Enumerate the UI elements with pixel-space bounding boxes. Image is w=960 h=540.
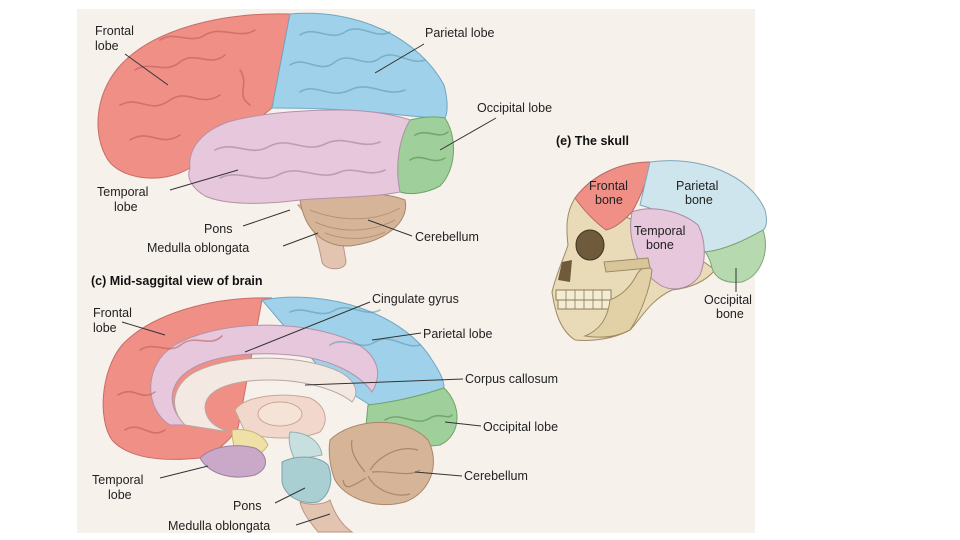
skull-nasal-cavity bbox=[558, 260, 572, 282]
mid-corpus-leader bbox=[304, 378, 464, 386]
mid-temporal-label-2: lobe bbox=[108, 488, 132, 502]
mid-parietal-leader bbox=[371, 332, 422, 341]
mid-frontal-leader bbox=[121, 321, 166, 336]
mid-pons bbox=[281, 456, 332, 504]
mid-cingulate-leader bbox=[244, 301, 371, 353]
cerebellum-folia bbox=[309, 207, 401, 239]
skull-occipital-label-1: Occipital bbox=[704, 293, 752, 307]
mid-corpus-label: Corpus callosum bbox=[465, 372, 558, 386]
mid-arbor-vitae bbox=[342, 439, 421, 496]
lateral-parietal-label: Parietal lobe bbox=[425, 26, 495, 40]
skull-parietal-label-2: bone bbox=[685, 193, 713, 207]
skull-mandible bbox=[583, 266, 653, 338]
mid-pons-leader bbox=[274, 487, 306, 504]
midsagittal-brain-view bbox=[102, 296, 458, 533]
lateral-cerebellum-label: Cerebellum bbox=[415, 230, 479, 244]
mid-midbrain bbox=[288, 431, 323, 461]
skull-title: (e) The skull bbox=[556, 134, 629, 148]
skull-parietal-label-1: Parietal bbox=[676, 179, 718, 193]
lateral-cerebellum-leader bbox=[367, 219, 413, 237]
lateral-frontal-label-1: Frontal bbox=[95, 24, 134, 38]
mid-temporal-leader bbox=[159, 465, 209, 479]
skull-occipital-label-2: bone bbox=[716, 307, 744, 321]
mid-cerebellum-label: Cerebellum bbox=[464, 469, 528, 483]
skull-frontal-label-1: Frontal bbox=[589, 179, 628, 193]
mid-temporal-label-1: Temporal bbox=[92, 473, 143, 487]
mid-thalamus bbox=[257, 401, 303, 427]
lateral-medulla-leader bbox=[282, 232, 319, 247]
lateral-temporal-label-2: lobe bbox=[114, 200, 138, 214]
lateral-gyri-texture bbox=[119, 28, 449, 179]
lateral-temporal-leader bbox=[169, 169, 239, 191]
lateral-occipital-leader bbox=[439, 117, 497, 151]
mid-cingulate-label: Cingulate gyrus bbox=[372, 292, 459, 306]
mid-medulla-leader bbox=[295, 513, 331, 526]
mid-cerebellum-leader bbox=[414, 471, 463, 477]
mid-medulla-label: Medulla oblongata bbox=[168, 519, 270, 533]
lateral-frontal-leader bbox=[124, 53, 169, 86]
mid-corpus-callosum bbox=[174, 357, 357, 433]
mid-cingulate-gyrus bbox=[150, 324, 378, 426]
mid-parietal-label: Parietal lobe bbox=[423, 327, 493, 341]
lateral-temporal-label-1: Temporal bbox=[97, 185, 148, 199]
mid-temporal-lobe bbox=[199, 445, 266, 478]
skull-figure bbox=[551, 160, 767, 341]
mid-gyri-texture bbox=[117, 306, 453, 434]
mid-medulla bbox=[299, 499, 354, 533]
midsagittal-title: (c) Mid-saggital view of brain bbox=[91, 274, 263, 288]
lateral-brain-view bbox=[97, 12, 455, 270]
lateral-temporal-lobe bbox=[188, 109, 411, 204]
lateral-frontal-label-2: lobe bbox=[95, 39, 119, 53]
skull-eye-orbit bbox=[575, 229, 605, 261]
lateral-occipital-label: Occipital lobe bbox=[477, 101, 552, 115]
mid-frontal-label-1: Frontal bbox=[93, 306, 132, 320]
lateral-medulla-label: Medulla oblongata bbox=[147, 241, 249, 255]
mid-occipital-label: Occipital lobe bbox=[483, 420, 558, 434]
mid-pons-label: Pons bbox=[233, 499, 262, 513]
mid-cerebellum bbox=[328, 421, 434, 506]
skull-teeth-lines bbox=[565, 290, 603, 309]
skull-frontal-label-2: bone bbox=[595, 193, 623, 207]
lateral-pons-label: Pons bbox=[204, 222, 233, 236]
skull-temporal-label-1: Temporal bbox=[634, 224, 685, 238]
lateral-pons-leader bbox=[242, 209, 291, 227]
skull-zygomatic-arch bbox=[603, 257, 651, 273]
skull-occipital-bone bbox=[703, 229, 766, 283]
skull-upper-teeth bbox=[555, 289, 612, 301]
mid-occipital-leader bbox=[444, 421, 482, 427]
lateral-parietal-leader bbox=[374, 43, 425, 74]
skull-temporal-label-2: bone bbox=[646, 238, 674, 252]
mid-frontal-label-2: lobe bbox=[93, 321, 117, 335]
